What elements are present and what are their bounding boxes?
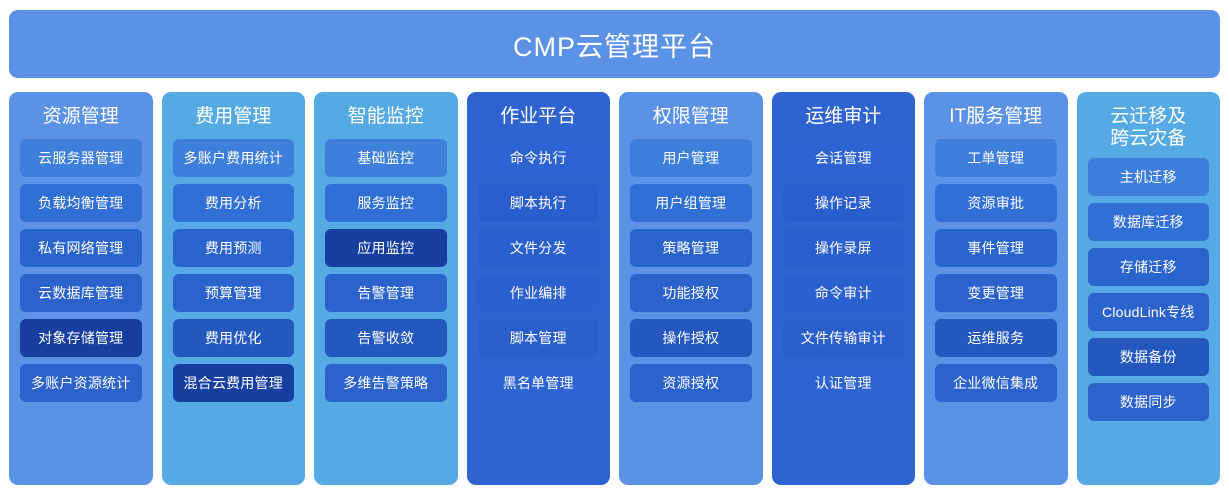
module-column-title: 作业平台 [500, 106, 577, 127]
module-item[interactable]: 主机迁移 [1087, 157, 1209, 196]
module-item-list: 会话管理操作记录操作录屏命令审计文件传输审计认证管理 [782, 139, 904, 473]
module-item[interactable]: 功能授权 [630, 274, 752, 313]
module-column: 作业平台命令执行脚本执行文件分发作业编排脚本管理黑名单管理 [466, 92, 610, 485]
module-item[interactable]: 负载均衡管理 [20, 184, 142, 223]
module-item[interactable]: 资源授权 [630, 364, 752, 403]
module-item[interactable]: 告警管理 [325, 274, 447, 313]
module-item[interactable]: 存储迁移 [1087, 247, 1209, 286]
module-column: 资源管理云服务器管理负载均衡管理私有网络管理云数据库管理对象存储管理多账户资源统… [9, 92, 153, 485]
module-item[interactable]: 告警收敛 [325, 319, 447, 358]
module-item[interactable]: 费用优化 [172, 319, 294, 358]
module-item-list: 用户管理用户组管理策略管理功能授权操作授权资源授权 [630, 139, 752, 473]
module-item[interactable]: 操作授权 [630, 319, 752, 358]
module-column-title: 资源管理 [42, 106, 119, 127]
module-item[interactable]: 脚本管理 [477, 319, 599, 358]
module-column: 费用管理多账户费用统计费用分析费用预测预算管理费用优化混合云费用管理 [161, 92, 305, 485]
module-item[interactable]: 黑名单管理 [477, 364, 599, 403]
module-item[interactable]: 应用监控 [325, 229, 447, 268]
module-item[interactable]: 会话管理 [782, 139, 904, 178]
module-item[interactable]: 命令执行 [477, 139, 599, 178]
module-column-title: 运维审计 [805, 106, 882, 127]
module-item[interactable]: 操作录屏 [782, 229, 904, 268]
module-item[interactable]: 用户组管理 [630, 184, 752, 223]
module-item[interactable]: 多账户费用统计 [172, 139, 294, 178]
module-item[interactable]: 私有网络管理 [20, 229, 142, 268]
module-item[interactable]: 工单管理 [935, 139, 1057, 178]
module-item-list: 多账户费用统计费用分析费用预测预算管理费用优化混合云费用管理 [172, 139, 294, 473]
module-column: 权限管理用户管理用户组管理策略管理功能授权操作授权资源授权 [619, 92, 763, 485]
platform-title-bar: CMP云管理平台 [9, 10, 1220, 78]
module-item[interactable]: 数据同步 [1087, 382, 1209, 421]
module-item[interactable]: 费用分析 [172, 184, 294, 223]
module-item[interactable]: CloudLink专线 [1087, 292, 1209, 331]
module-item-list: 云服务器管理负载均衡管理私有网络管理云数据库管理对象存储管理多账户资源统计 [20, 139, 142, 473]
module-item[interactable]: 作业编排 [477, 274, 599, 313]
module-item[interactable]: 基础监控 [325, 139, 447, 178]
module-item[interactable]: 变更管理 [935, 274, 1057, 313]
module-item[interactable]: 策略管理 [630, 229, 752, 268]
module-item-list: 主机迁移数据库迁移存储迁移 CloudLink专线数据备份数据同步 [1087, 157, 1209, 473]
module-item[interactable]: 云数据库管理 [20, 274, 142, 313]
module-item[interactable]: 运维服务 [935, 319, 1057, 358]
module-column: IT服务管理工单管理资源审批事件管理变更管理运维服务企业微信集成 [924, 92, 1068, 485]
module-item[interactable]: 数据库迁移 [1087, 202, 1209, 241]
module-item[interactable]: 服务监控 [325, 184, 447, 223]
module-item[interactable]: 资源审批 [935, 184, 1057, 223]
module-column-title: 费用管理 [195, 106, 272, 127]
module-columns: 资源管理云服务器管理负载均衡管理私有网络管理云数据库管理对象存储管理多账户资源统… [9, 92, 1220, 485]
module-column-title: 智能监控 [347, 106, 424, 127]
module-item[interactable]: 云服务器管理 [20, 139, 142, 178]
page-title: CMP云管理平台 [513, 31, 716, 62]
module-item-list: 命令执行脚本执行文件分发作业编排脚本管理黑名单管理 [477, 139, 599, 473]
module-item-list: 基础监控服务监控应用监控告警管理告警收敛多维告警策略 [325, 139, 447, 473]
module-column: 运维审计会话管理操作记录操作录屏命令审计文件传输审计认证管理 [771, 92, 915, 485]
module-item[interactable]: 预算管理 [172, 274, 294, 313]
module-item[interactable]: 命令审计 [782, 274, 904, 313]
module-item[interactable]: 数据备份 [1087, 337, 1209, 376]
module-item[interactable]: 操作记录 [782, 184, 904, 223]
module-column: 智能监控基础监控服务监控应用监控告警管理告警收敛多维告警策略 [314, 92, 458, 485]
module-column: 云迁移及 跨云灾备主机迁移数据库迁移存储迁移 CloudLink专线数据备份数据同… [1076, 92, 1220, 485]
module-item[interactable]: 文件分发 [477, 229, 599, 268]
module-item[interactable]: 文件传输审计 [782, 319, 904, 358]
module-item[interactable]: 企业微信集成 [935, 364, 1057, 403]
module-item[interactable]: 认证管理 [782, 364, 904, 403]
module-item[interactable]: 多维告警策略 [325, 364, 447, 403]
module-column-title: IT服务管理 [949, 106, 1043, 127]
module-item[interactable]: 用户管理 [630, 139, 752, 178]
module-column-title: 云迁移及 跨云灾备 [1110, 106, 1187, 150]
module-item[interactable]: 对象存储管理 [20, 319, 142, 358]
module-column-title: 权限管理 [652, 106, 729, 127]
module-item[interactable]: 事件管理 [935, 229, 1057, 268]
module-item[interactable]: 多账户资源统计 [20, 364, 142, 403]
module-item-list: 工单管理资源审批事件管理变更管理运维服务企业微信集成 [935, 139, 1057, 473]
module-item[interactable]: 费用预测 [172, 229, 294, 268]
module-item[interactable]: 混合云费用管理 [172, 364, 294, 403]
module-item[interactable]: 脚本执行 [477, 184, 599, 223]
